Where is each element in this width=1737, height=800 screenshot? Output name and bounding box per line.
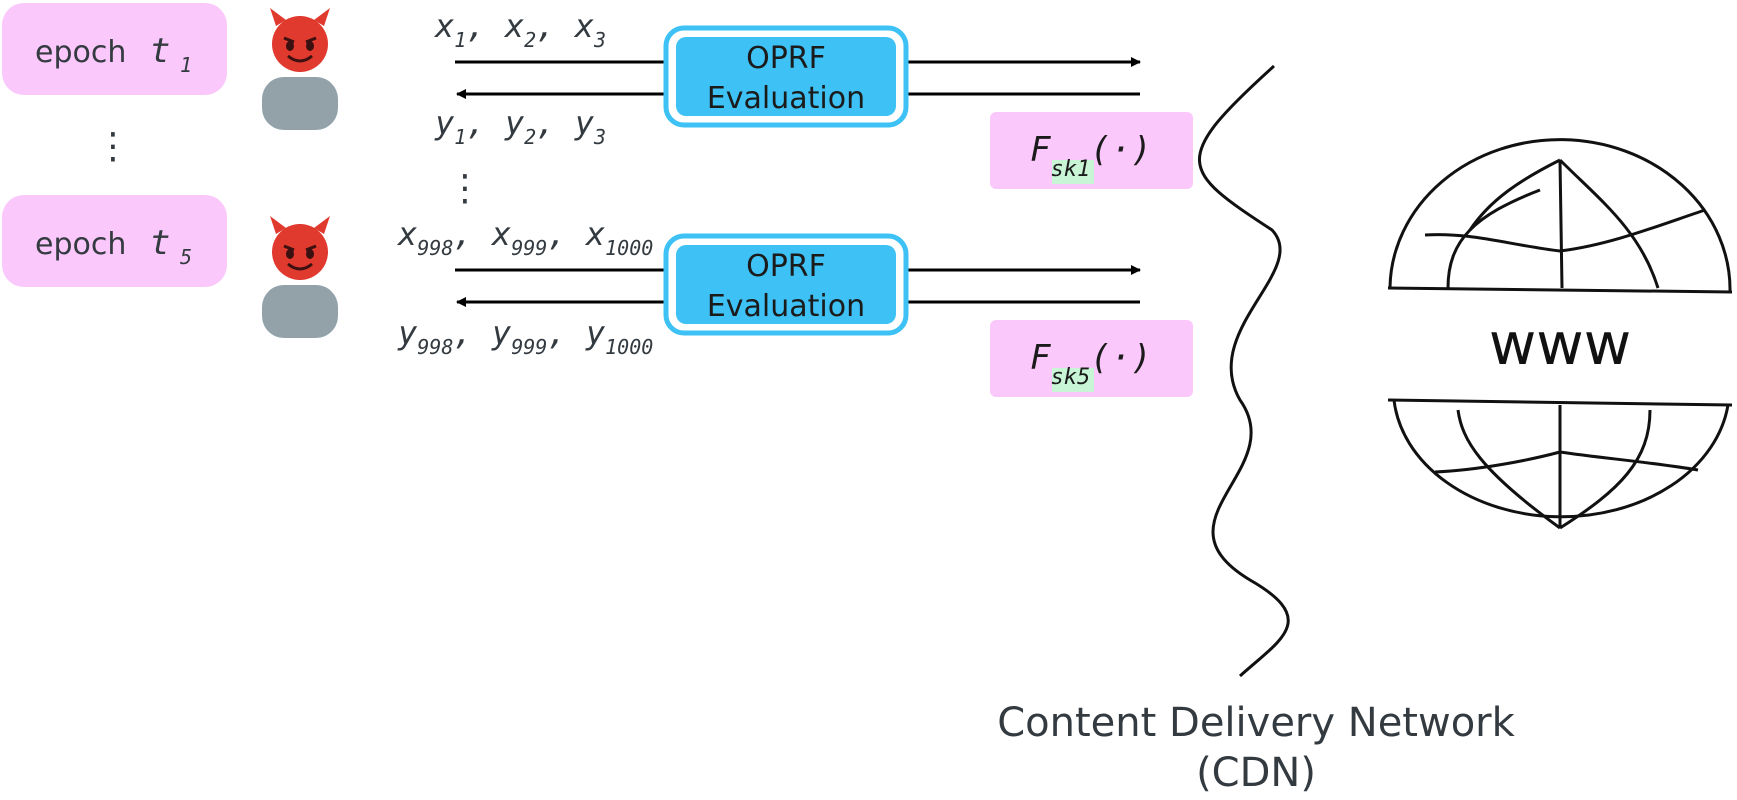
epoch-label-1: epoch t 1 — [2, 3, 227, 95]
adversary-icon-5 — [262, 216, 338, 338]
svg-text:Fsk5(·): Fsk5(·) — [1030, 338, 1152, 390]
query-outputs-5: y998, y999, y1000 — [397, 314, 653, 359]
query-inputs-5: x998, x999, x1000 — [396, 215, 653, 260]
svg-text:OPRF: OPRF — [746, 249, 826, 284]
oprf-evaluation-box-5: OPRF Evaluation — [663, 233, 909, 336]
globe-www-label: www — [1489, 310, 1631, 378]
oprf-round-1: x1, x2, x3 OPRF Evaluation y1, y2, y3 Fs… — [433, 7, 1193, 189]
person-body-icon — [262, 77, 338, 130]
oprf-evaluation-box-1: OPRF Evaluation — [663, 25, 909, 128]
adversary-icon-1 — [262, 8, 338, 130]
cdn-caption-line2: (CDN) — [1196, 750, 1316, 796]
rounds-ellipsis: ⋮ — [447, 168, 483, 209]
svg-text:Evaluation: Evaluation — [707, 289, 865, 324]
devil-face-icon — [270, 8, 330, 72]
prf-key-label-1: Fsk1(·) — [990, 112, 1193, 189]
query-outputs-1: y1, y2, y3 — [434, 104, 606, 149]
query-inputs-1: x1, x2, x3 — [433, 7, 606, 52]
epoch-ellipsis: ⋮ — [95, 126, 131, 167]
globe-www-icon — [1387, 138, 1733, 530]
oprf-round-5: x998, x999, x1000 OPRF Evaluation y998, … — [396, 215, 1193, 397]
prf-key-label-5: Fsk5(·) — [990, 320, 1193, 397]
svg-text:Fsk1(·): Fsk1(·) — [1030, 130, 1152, 182]
svg-text:Evaluation: Evaluation — [707, 81, 865, 116]
person-body-icon — [262, 285, 338, 338]
svg-text:epoch t 1: epoch t 1 — [35, 31, 192, 77]
svg-text:epoch t 5: epoch t 5 — [35, 223, 192, 269]
network-boundary-wave — [1198, 64, 1290, 678]
cdn-caption-line1: Content Delivery Network — [997, 700, 1515, 746]
svg-text:OPRF: OPRF — [746, 41, 826, 76]
epoch-label-5: epoch t 5 — [2, 195, 227, 287]
devil-face-icon — [270, 216, 330, 280]
